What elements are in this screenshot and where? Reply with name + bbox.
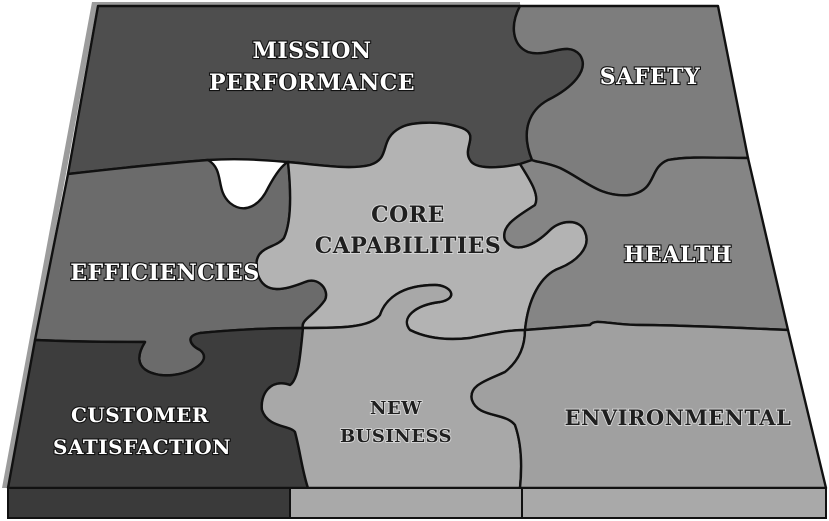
label-customer-line1: CUSTOMER bbox=[71, 403, 209, 427]
piece-environmental bbox=[470, 320, 828, 490]
label-mission-line1: MISSION bbox=[253, 38, 372, 64]
label-customer-line2: SATISFACTION bbox=[53, 435, 231, 459]
label-new-business-line2: BUSINESS bbox=[340, 426, 452, 447]
label-core-line1: CORE bbox=[371, 202, 445, 228]
label-core-line2: CAPABILITIES bbox=[315, 233, 502, 259]
edge-face-left bbox=[7, 487, 291, 519]
label-efficiencies: EFFICIENCIES bbox=[70, 260, 259, 286]
label-mission-line2: PERFORMANCE bbox=[209, 70, 415, 96]
label-new-business-line1: NEW bbox=[370, 398, 422, 419]
label-environmental: ENVIRONMENTAL bbox=[565, 405, 792, 430]
edge-face-right bbox=[521, 487, 827, 519]
edge-face-middle bbox=[289, 487, 523, 519]
label-health: HEALTH bbox=[624, 242, 732, 268]
label-safety: SAFETY bbox=[600, 64, 700, 90]
